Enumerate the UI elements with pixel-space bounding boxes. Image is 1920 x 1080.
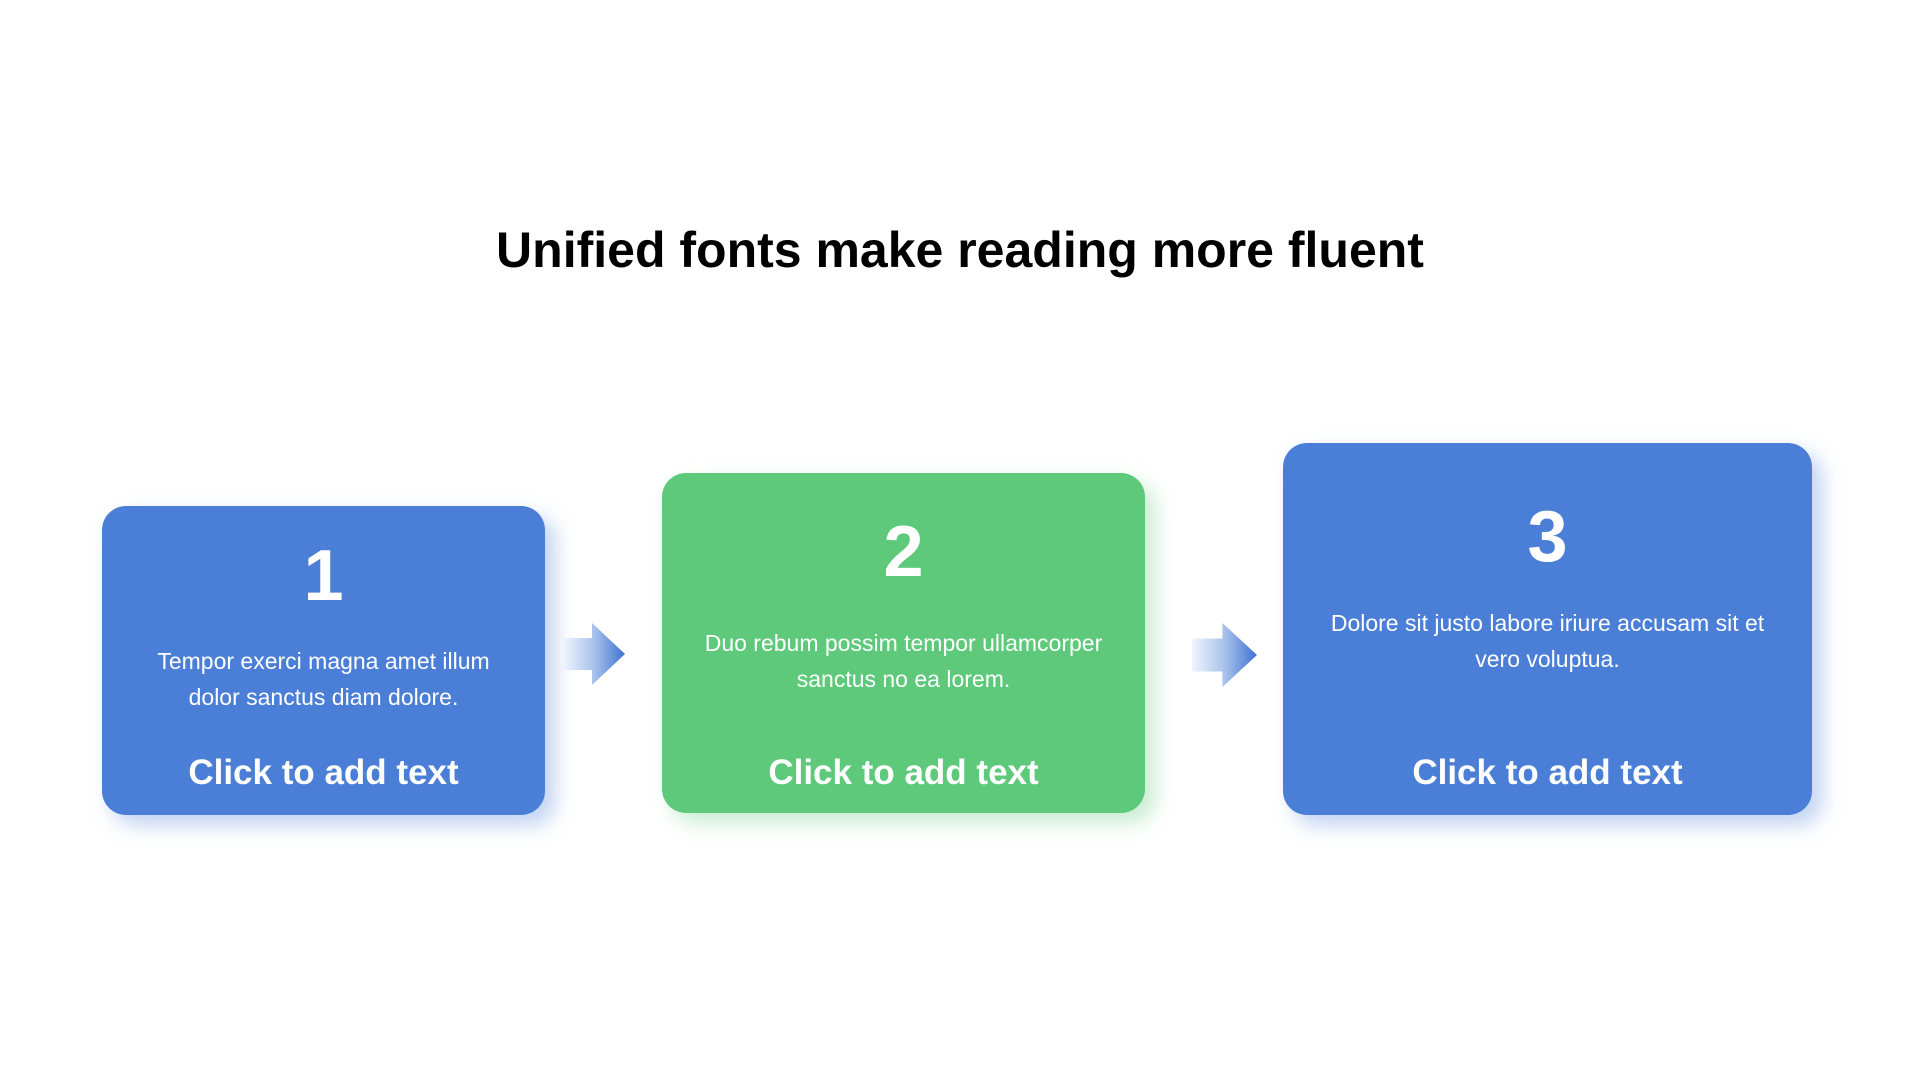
step-card-2[interactable]: 2 Duo rebum possim tempor ullamcorper sa… xyxy=(662,473,1145,813)
arrow-right-icon[interactable] xyxy=(1192,623,1257,687)
arrow-right-icon[interactable] xyxy=(563,623,625,685)
step-card-1[interactable]: 1 Tempor exerci magna amet illum dolor s… xyxy=(102,506,545,815)
step-description[interactable]: Dolore sit justo labore iriure accusam s… xyxy=(1330,610,1765,672)
step-number: 1 xyxy=(303,536,344,616)
step-cta-placeholder[interactable]: Click to add text xyxy=(768,753,1039,792)
step-card-3[interactable]: 3 Dolore sit justo labore iriure accusam… xyxy=(1283,443,1812,815)
slide-title[interactable]: Unified fonts make reading more fluent xyxy=(496,222,1424,278)
step-cta-placeholder[interactable]: Click to add text xyxy=(1412,753,1683,792)
step-number: 2 xyxy=(883,512,924,592)
step-description[interactable]: Duo rebum possim tempor ullamcorper sanc… xyxy=(704,630,1103,692)
step-cta-placeholder[interactable]: Click to add text xyxy=(188,753,459,792)
step-number: 3 xyxy=(1527,497,1568,577)
step-description[interactable]: Tempor exerci magna amet illum dolor san… xyxy=(157,648,490,710)
